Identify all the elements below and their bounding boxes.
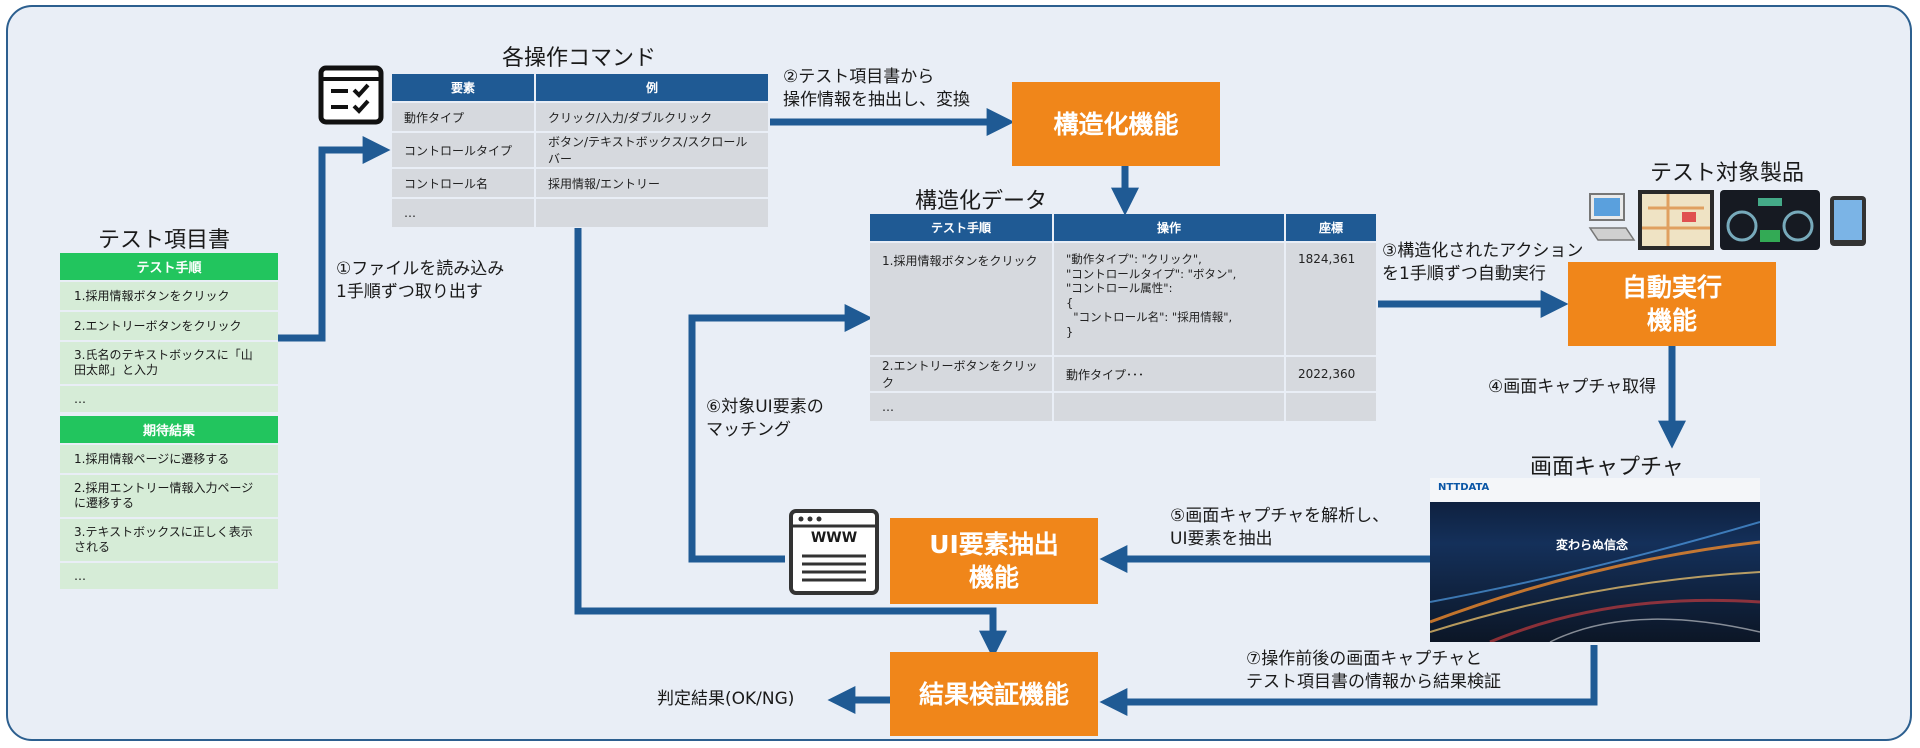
screen-capture-image: NTTDATA 変わらぬ信念 [1430, 478, 1760, 642]
cell: … [392, 199, 534, 227]
op-line: "コントロールタイプ": "ボタン", [1066, 266, 1237, 281]
cell: 採用情報/エントリー [536, 169, 768, 197]
steps-header: テスト手順 [60, 253, 278, 280]
result-row: 1.採用情報ページに遷移する [60, 445, 278, 473]
arrow-capture-to-verify [1099, 645, 1598, 716]
capture-header-bar: NTTDATA [1430, 478, 1760, 502]
col-header: テスト手順 [870, 214, 1052, 241]
commands-table: 要素例 動作タイプクリック/入力/ダブルクリック コントロールタイプボタン/テキ… [390, 72, 770, 229]
op-line: { [1066, 295, 1074, 310]
step2-label: ②テスト項目書から 操作情報を抽出し、変換 [783, 67, 970, 110]
cell: コントロールタイプ [392, 133, 534, 167]
result-row: 3.テキストボックスに正しく表示される [60, 519, 278, 561]
result-row: … [60, 563, 278, 589]
www-browser-icon [789, 509, 879, 595]
step7-label: ⑦操作前後の画面キャプチャと テスト項目書の情報から結果検証 [1246, 649, 1501, 692]
cell: 動作タイプ [392, 103, 534, 131]
cell: 動作タイプ･･･ [1054, 357, 1284, 391]
cell: 1.採用情報ボタンをクリック [870, 243, 1052, 355]
col-header: 座標 [1286, 214, 1376, 241]
car-dashboard-icon [1720, 190, 1820, 250]
test-items-title: テスト項目書 [98, 228, 231, 253]
computer-icon [1588, 193, 1636, 241]
step6-label: ⑥対象UI要素の マッチング [706, 397, 824, 440]
tablet-icon [1830, 196, 1866, 246]
arrow-commands-to-verify [574, 228, 1007, 659]
result-label: 判定結果(OK/NG) [657, 689, 795, 709]
cell [1054, 393, 1284, 421]
verify-function-box: 結果検証機能 [890, 652, 1098, 736]
cell: コントロール名 [392, 169, 534, 197]
products-icons [1588, 190, 1866, 250]
op-line: "コントロール属性": [1066, 281, 1173, 295]
map-screen-icon [1638, 190, 1714, 250]
test-items-table: テスト手順 1.採用情報ボタンをクリック 2.エントリーボタンをクリック 3.氏… [60, 253, 278, 591]
results-header: 期待結果 [60, 416, 278, 443]
step4-label: ④画面キャプチャ取得 [1488, 377, 1657, 397]
arrow-uiextract-to-data [688, 304, 873, 563]
step3-label: ③構造化されたアクション を1手順ずつ自動実行 [1382, 241, 1584, 284]
op-cell: "動作タイプ": "クリック", "コントロールタイプ": "ボタン", "コン… [1054, 243, 1284, 355]
cell: 2.エントリーボタンをクリック [870, 357, 1052, 391]
ui-extract-function-box: UI要素抽出 機能 [890, 518, 1098, 604]
step5-label: ⑤画面キャプチャを解析し、 UI要素を抽出 [1170, 506, 1390, 549]
light-trails [1430, 521, 1760, 642]
cell: 2022,360 [1286, 357, 1376, 391]
commands-title: 各操作コマンド [502, 46, 657, 71]
arrow-test-to-commands [278, 136, 391, 342]
col-header: 例 [536, 74, 768, 101]
structured-data-table: テスト手順 操作 座標 1.採用情報ボタンをクリック "動作タイプ": "クリッ… [868, 212, 1378, 423]
step-row: 1.採用情報ボタンをクリック [60, 282, 278, 310]
op-line: "コントロール名": "採用情報", [1066, 310, 1233, 324]
checklist-icon [318, 65, 384, 125]
result-row: 2.採用エントリー情報入力ページに遷移する [60, 475, 278, 517]
products-title: テスト対象製品 [1650, 161, 1805, 186]
op-line: "動作タイプ": "クリック", [1066, 252, 1202, 266]
step-row: 3.氏名のテキストボックスに「山田太郎」と入力 [60, 342, 278, 384]
cell [536, 199, 768, 227]
cell: クリック/入力/ダブルクリック [536, 103, 768, 131]
capture-logo: NTTDATA [1438, 482, 1490, 493]
cell [1286, 393, 1376, 421]
col-header: 要素 [392, 74, 534, 101]
auto-exec-function-box: 自動実行 機能 [1568, 262, 1776, 346]
cell: … [870, 393, 1052, 421]
capture-title: 画面キャプチャ [1530, 455, 1684, 480]
structuring-function-box: 構造化機能 [1012, 82, 1220, 166]
capture-headline: 変わらぬ信念 [1556, 538, 1629, 552]
op-line: } [1066, 324, 1074, 339]
structured-data-title: 構造化データ [915, 189, 1048, 214]
step-row: 2.エントリーボタンをクリック [60, 312, 278, 340]
step-row: … [60, 386, 278, 412]
col-header: 操作 [1054, 214, 1284, 241]
www-text: WWW [810, 530, 858, 546]
cell: ボタン/テキストボックス/スクロールバー [536, 133, 768, 167]
cell: 1824,361 [1286, 243, 1376, 355]
step1-label: ①ファイルを読み込み 1手順ずつ取り出す [336, 259, 505, 302]
